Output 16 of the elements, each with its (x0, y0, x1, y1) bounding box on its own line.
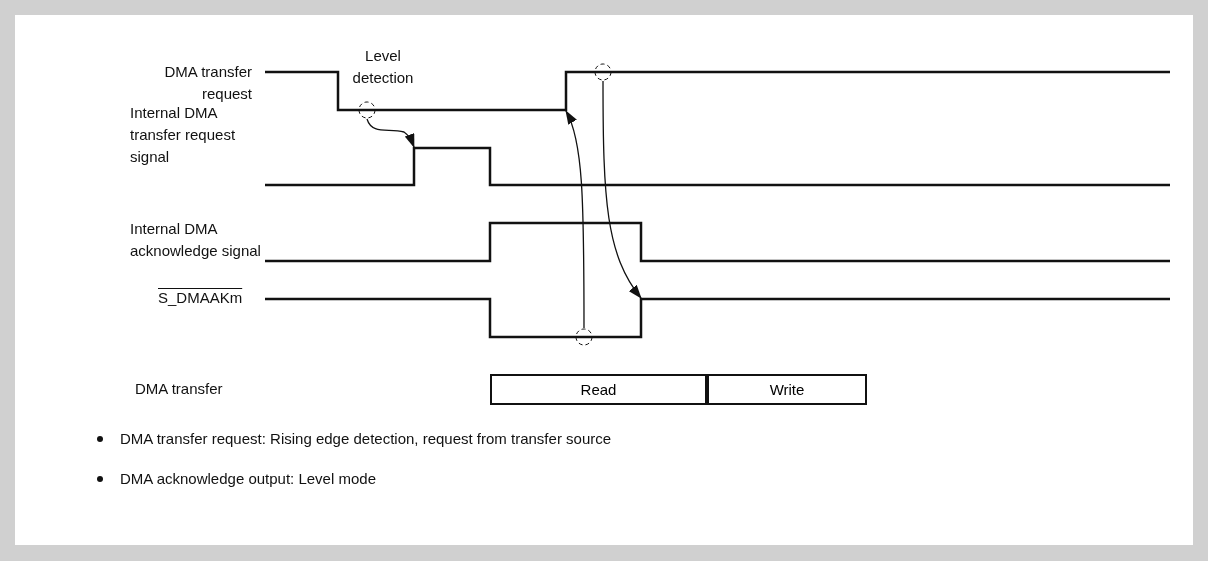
signal-name: DMA transfer request (163, 62, 252, 104)
signal-name: Internal DMA transfer request signal (130, 103, 237, 167)
note-text: DMA transfer request: Rising edge detection, request from transfer source (120, 429, 613, 449)
transfer-phase-box: Read (490, 374, 707, 405)
dashed-circle-marker (594, 63, 612, 81)
note-text: DMA acknowledge output: Level mode (120, 469, 377, 489)
dashed-circle-marker (575, 328, 593, 346)
causal-arrow (602, 80, 642, 299)
causal-arrow (366, 118, 415, 148)
signal-name: Internal DMA acknowledge signal (130, 219, 262, 261)
causal-arrow (565, 110, 585, 329)
row-label: DMA transfer (135, 379, 224, 399)
dashed-circle-marker (358, 101, 376, 119)
transfer-phase-box: Write (707, 374, 867, 405)
signal-name: S_DMAAKm (158, 289, 243, 306)
annotation-text: Level detection (351, 46, 415, 88)
